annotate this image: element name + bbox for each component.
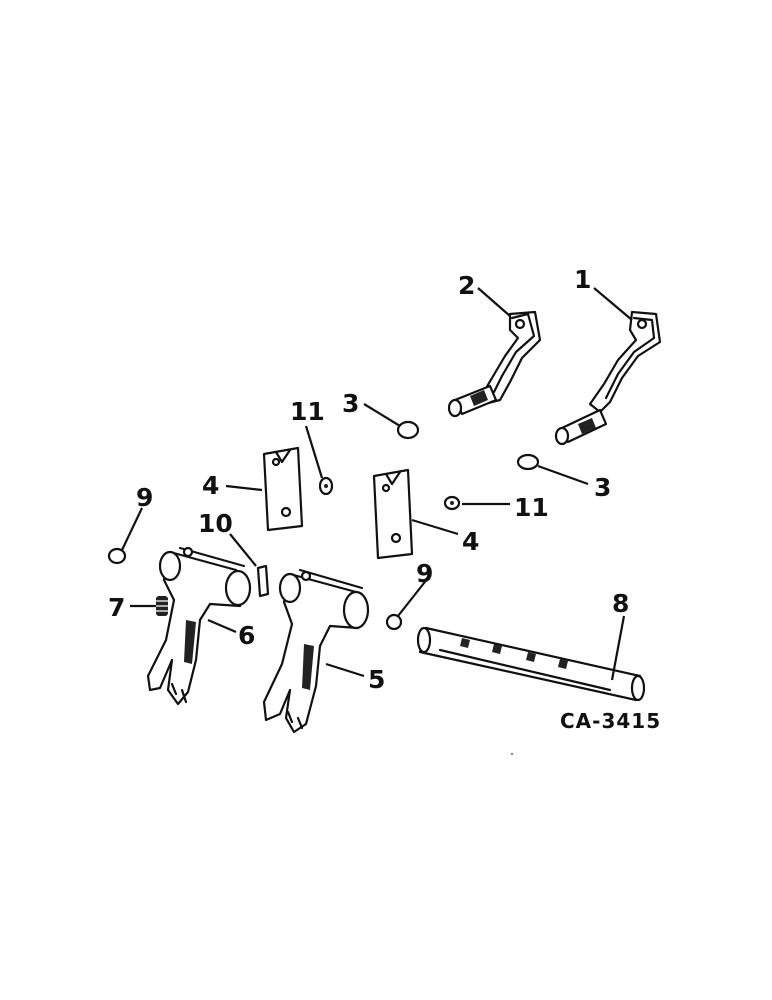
washer-part-11-right — [443, 495, 461, 511]
callout-9-left: 9 — [136, 483, 153, 512]
callout-6: 6 — [238, 621, 255, 650]
callout-11-lower: 11 — [514, 493, 549, 522]
shift-fork-part-6 — [146, 546, 252, 706]
plate-part-4-right — [372, 468, 414, 560]
callout-8: 8 — [612, 589, 629, 618]
callout-11-upper: 11 — [290, 397, 325, 426]
shift-rail-part-8 — [416, 626, 646, 702]
retaining-ring-part-9-left — [107, 547, 127, 565]
spring-part-7 — [156, 596, 168, 616]
callout-1: 1 — [574, 265, 591, 294]
callout-9-right: 9 — [416, 559, 433, 588]
callout-3-lower: 3 — [594, 473, 611, 502]
callout-3-upper: 3 — [342, 389, 359, 418]
callout-4-left: 4 — [202, 471, 219, 500]
callout-4-right: 4 — [462, 527, 479, 556]
plate-part-4-left — [262, 446, 304, 532]
pin-part-10 — [256, 564, 270, 598]
callout-2: 2 — [458, 271, 475, 300]
callout-7: 7 — [108, 593, 125, 622]
scan-dot — [511, 753, 513, 755]
leader-lines — [121, 287, 633, 681]
callout-5: 5 — [368, 665, 385, 694]
washer-part-11-left — [318, 476, 334, 496]
shift-lever-part-1 — [554, 310, 662, 446]
callout-10: 10 — [198, 509, 233, 538]
retaining-ring-part-9-right — [385, 613, 403, 631]
o-ring-part-3-upper — [396, 420, 420, 440]
shift-lever-part-2 — [447, 310, 542, 418]
o-ring-part-3-lower — [516, 453, 540, 471]
figure-code: CA-3415 — [560, 709, 661, 733]
shift-fork-part-5 — [262, 568, 370, 734]
